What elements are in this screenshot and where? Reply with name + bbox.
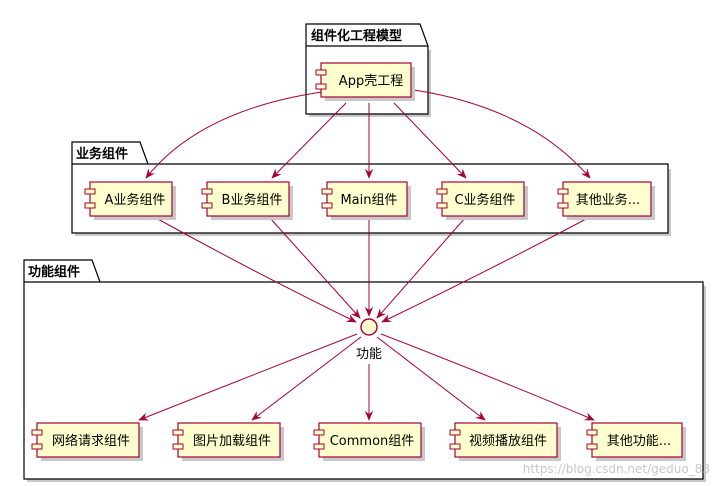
component-c-business-label: C业务组件 <box>454 192 515 208</box>
interface-circle-icon <box>360 318 378 336</box>
component-other-business-label: 其他业务... <box>576 192 640 208</box>
interface-function: 功能 <box>356 318 382 362</box>
arrow-other-to-iface <box>381 217 589 323</box>
component-network-label: 网络请求组件 <box>52 433 130 449</box>
component-network: 网络请求组件 <box>31 422 143 461</box>
component-b-business: B业务组件 <box>201 181 293 220</box>
interface-function-label: 功能 <box>356 347 382 362</box>
arrow-iface-to-video <box>376 336 486 421</box>
arrow-iface-to-network <box>138 333 358 421</box>
arrow-shell-to-b <box>271 102 347 179</box>
arrow-b-to-iface <box>269 217 361 319</box>
arrows <box>138 89 595 421</box>
arrow-a-to-iface <box>155 217 357 323</box>
component-b-business-label: B业务组件 <box>222 192 283 208</box>
component-main-label: Main组件 <box>340 193 397 208</box>
component-a-business: A业务组件 <box>84 181 176 220</box>
component-common: Common组件 <box>313 422 425 461</box>
watermark-text: https://blog.csdn.net/geduo_83 <box>523 462 710 476</box>
component-other-function: 其他功能... <box>586 422 686 461</box>
component-a-business-label: A业务组件 <box>105 192 166 208</box>
component-image-loader-label: 图片加载组件 <box>193 434 271 449</box>
component-video-player: 视频播放组件 <box>449 422 561 461</box>
component-app-shell: App壳工程 <box>315 62 415 101</box>
package-function-title: 功能组件 <box>28 264 80 280</box>
component-video-player-label: 视频播放组件 <box>469 434 547 449</box>
package-shell-title: 组件化工程模型 <box>311 28 402 44</box>
arrow-iface-to-image <box>251 336 362 421</box>
arrow-shell-to-a <box>145 91 323 179</box>
arrow-shell-to-c <box>393 102 467 179</box>
arrow-c-to-iface <box>376 217 466 319</box>
arrow-iface-to-otherfn <box>380 333 595 421</box>
arrow-shell-to-other <box>413 89 591 179</box>
component-common-label: Common组件 <box>330 434 415 449</box>
component-c-business: C业务组件 <box>436 181 528 220</box>
component-image-loader: 图片加载组件 <box>172 422 284 461</box>
component-main: Main组件 <box>321 181 411 220</box>
component-other-business: 其他业务... <box>557 181 655 220</box>
package-business-title: 业务组件 <box>76 146 128 162</box>
component-app-shell-label: App壳工程 <box>339 74 403 89</box>
component-other-function-label: 其他功能... <box>607 434 671 449</box>
